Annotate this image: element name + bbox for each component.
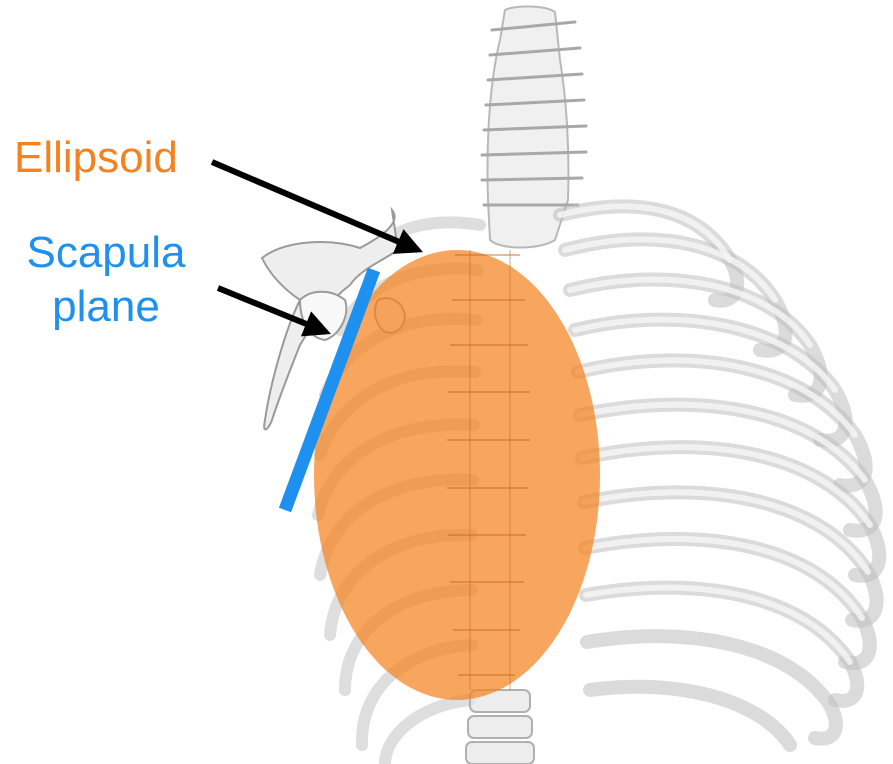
ellipsoid-label: Ellipsoid <box>14 131 178 185</box>
ellipsoid-arrow <box>212 162 418 250</box>
scapula-label-line2: plane <box>11 280 201 334</box>
scapula-label-line1: Scapula <box>11 226 201 280</box>
scapula-plane-label: Scapula plane <box>11 226 201 334</box>
